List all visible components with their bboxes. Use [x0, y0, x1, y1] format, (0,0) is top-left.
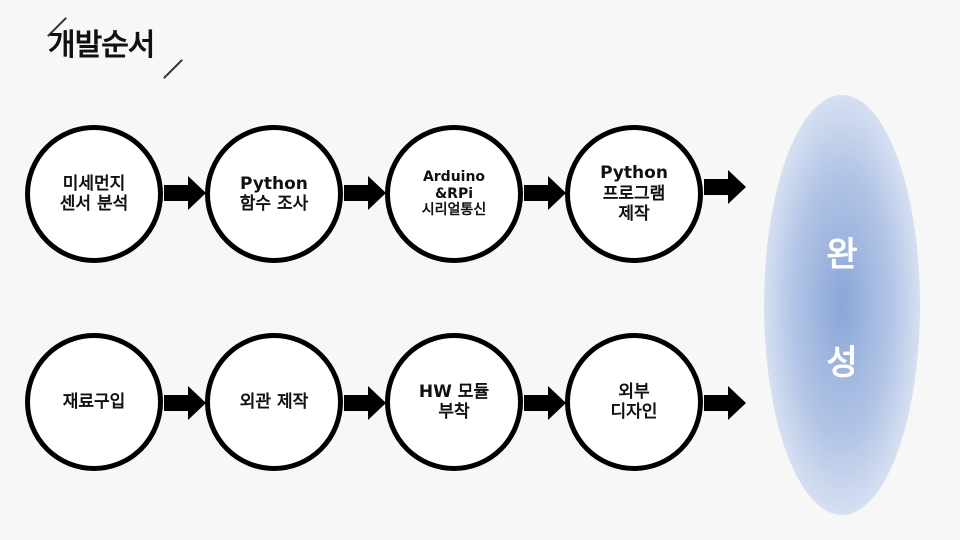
step-2-4: 외부 디자인 [565, 333, 703, 471]
step-2-3: HW 모듈 부착 [385, 333, 523, 471]
arrow-right-icon [164, 386, 206, 420]
step-1-2: Python 함수 조사 [205, 125, 343, 263]
step-1-3-label: Arduino &RPi 시리얼통신 [421, 168, 487, 219]
title-slash-bottom [163, 59, 183, 79]
page-title: 개발순서 [48, 28, 155, 63]
arrow-right-icon [344, 386, 386, 420]
arrow-right-icon [524, 176, 566, 210]
arrow-right-icon [344, 176, 386, 210]
arrow-right-icon [524, 386, 566, 420]
completion-char-1: 완 [826, 235, 858, 275]
step-2-2: 외관 제작 [205, 333, 343, 471]
step-2-4-label: 외부 디자인 [610, 381, 658, 422]
arrow-right-icon [704, 386, 746, 420]
step-1-2-label: Python 함수 조사 [239, 173, 309, 214]
title-block: 개발순서 [30, 8, 190, 79]
step-1-1: 미세먼지 센서 분석 [25, 125, 163, 263]
step-2-3-label: HW 모듈 부착 [418, 381, 490, 422]
arrow-right-icon [704, 170, 746, 204]
arrow-right-icon [164, 176, 206, 210]
step-2-1-label: 재료구입 [62, 391, 126, 412]
step-1-1-label: 미세먼지 센서 분석 [59, 173, 129, 214]
step-1-4: Python 프로그램 제작 [565, 125, 703, 263]
step-2-2-label: 외관 제작 [239, 391, 309, 412]
step-2-1: 재료구입 [25, 333, 163, 471]
step-1-3: Arduino &RPi 시리얼통신 [385, 125, 523, 263]
completion-char-2: 성 [826, 343, 858, 383]
completion-ellipse: 완 성 [764, 95, 920, 515]
step-1-4-label: Python 프로그램 제작 [600, 163, 668, 225]
